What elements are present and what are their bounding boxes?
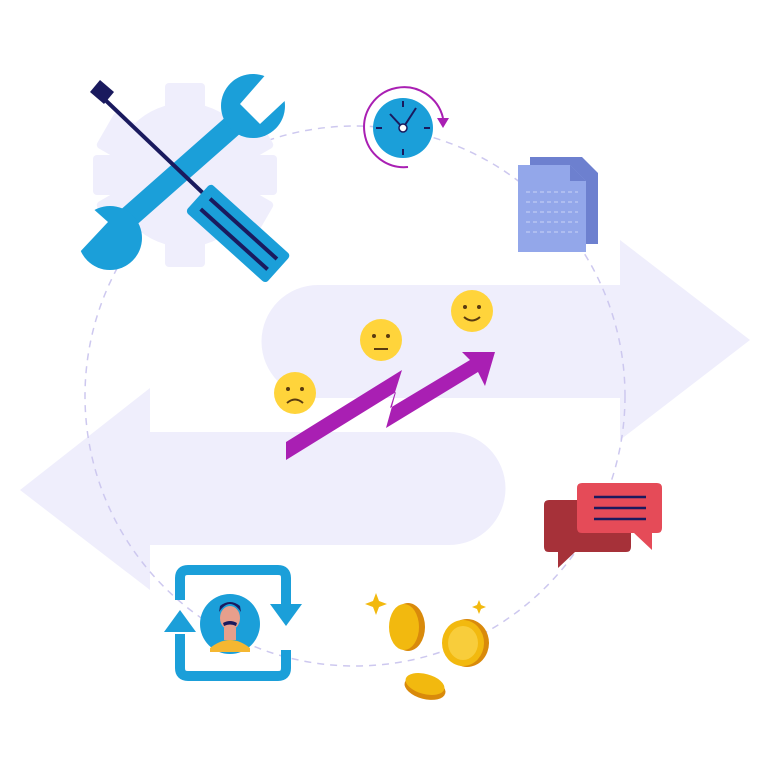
sparkle-icon [365,593,486,615]
clock-icon [363,86,449,169]
screwdriver-icon [90,80,290,283]
neutral-face-icon [360,319,402,361]
chat-bubbles-icon [544,483,662,568]
trend-arrow-icon [286,352,495,460]
coins-icon [389,603,489,700]
right-arrow-background [261,240,750,440]
sad-face-icon [274,372,316,414]
left-arrow-background [20,388,506,590]
happy-face-icon [451,290,493,332]
cycle-dashed-circle [84,125,626,667]
document-icon [518,157,598,252]
user-swap-icon [164,565,302,681]
